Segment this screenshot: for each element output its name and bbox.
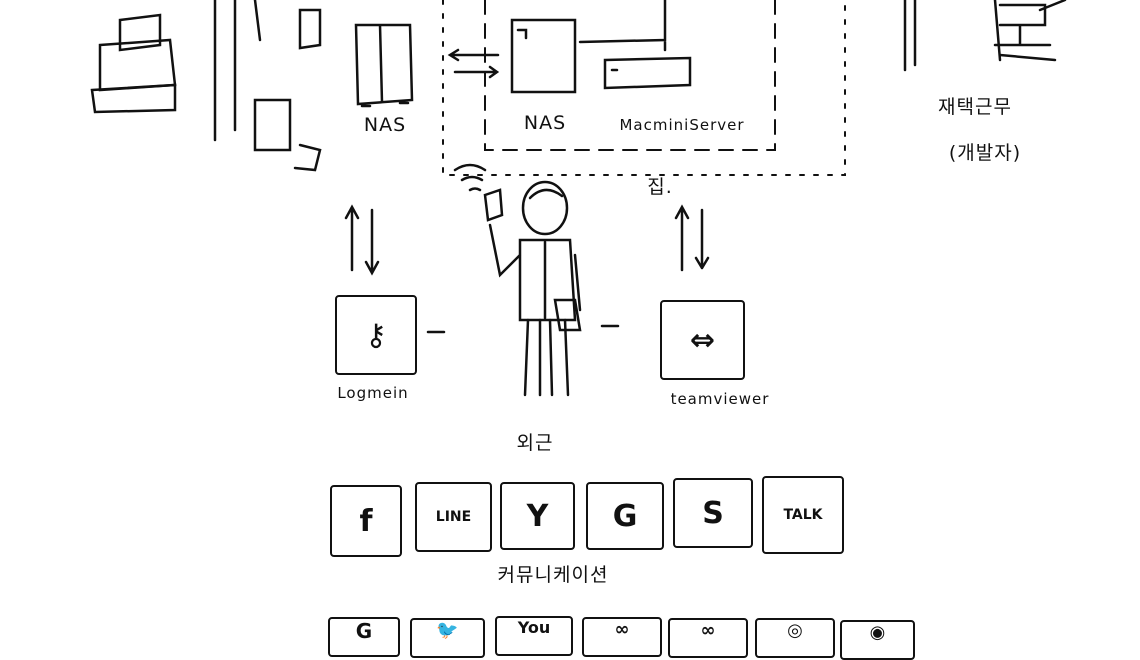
line-icon[interactable]: LINE (415, 482, 492, 552)
youtube-icon[interactable]: You (495, 616, 573, 656)
twitter-icon[interactable]: 🐦 (410, 618, 485, 658)
home-nas-label: NAS (523, 112, 567, 134)
home-boundary (442, 0, 846, 176)
yammer-glyph: Y (526, 498, 549, 534)
app-7-icon[interactable]: ◉ (840, 620, 915, 660)
teamviewer-label: teamviewer (670, 390, 770, 408)
double-arrow-icon: ⇔ (689, 322, 716, 358)
person-figure (453, 163, 582, 397)
google-plus-glyph: G (355, 619, 373, 643)
app-7-glyph: ◉ (869, 622, 886, 643)
desk-chair-icon (903, 0, 1067, 72)
sync-arrows (447, 48, 500, 79)
home-nas-icon (510, 18, 577, 94)
app-4-glyph: ∞ (614, 619, 630, 640)
yammer-icon[interactable]: Y (500, 482, 575, 550)
field-work-label: 외근 (516, 432, 554, 454)
skype-icon[interactable]: S (673, 478, 753, 548)
macmini-server-label: MacminiServer (619, 116, 745, 134)
teamviewer-icon[interactable]: ⇔ (660, 300, 745, 380)
logmein-label: Logmein (337, 384, 409, 402)
teamviewer-arrows (674, 204, 710, 272)
youtube-glyph: You (517, 618, 551, 637)
app-6-icon[interactable]: ◎ (755, 618, 835, 658)
connector-lines (426, 324, 620, 334)
remote-work-subtitle: (개발자) (948, 142, 1022, 164)
logmein-arrows (344, 204, 380, 276)
line-glyph: LINE (435, 509, 472, 525)
macmini-server-icon (603, 56, 692, 90)
remote-work-title: 재택근무 (938, 96, 1012, 118)
network-cable (578, 0, 667, 52)
logmein-icon[interactable]: ⚷ (335, 295, 417, 375)
sketch-diagram (90, 0, 1067, 397)
home-inner-boundary (484, 0, 776, 151)
google-plus-icon[interactable]: G (328, 617, 400, 657)
gmail-glyph: G (612, 498, 638, 534)
communication-label: 커뮤니케이션 (497, 564, 609, 586)
app-5-icon[interactable]: ∞ (668, 618, 748, 658)
kakaotalk-glyph: TALK (783, 507, 823, 523)
office-nas-label: NAS (363, 114, 407, 136)
facebook-icon[interactable]: f (330, 485, 402, 557)
home-label: 집. (647, 176, 673, 198)
kakaotalk-icon[interactable]: TALK (762, 476, 844, 554)
facebook-glyph: f (359, 503, 373, 539)
app-4-icon[interactable]: ∞ (582, 617, 662, 657)
office-nas-icon (354, 23, 414, 108)
office-printer-icon (90, 0, 322, 172)
bird-glyph: 🐦 (436, 620, 459, 641)
app-5-glyph: ∞ (700, 620, 716, 641)
key-icon: ⚷ (365, 317, 387, 353)
gmail-icon[interactable]: G (586, 482, 664, 550)
app-6-glyph: ◎ (787, 620, 803, 641)
skype-glyph: S (702, 495, 724, 531)
